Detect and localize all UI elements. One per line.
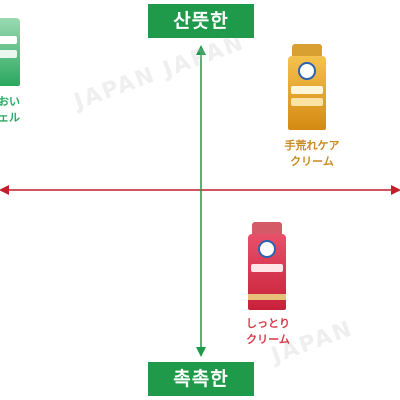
axis-label-bottom: 촉촉한	[148, 362, 254, 396]
product-tube-image	[288, 44, 326, 130]
product-hand-care-caption: 手荒れケア クリーム	[272, 138, 352, 170]
caption-line: クリーム	[290, 155, 334, 168]
product-moist-cream	[248, 222, 290, 310]
caption-line: ェル	[0, 111, 20, 124]
product-left-caption: おい ェル	[0, 94, 24, 126]
caption-line: おい	[0, 95, 20, 108]
product-left	[0, 6, 46, 86]
caption-line: しっとり	[246, 317, 290, 330]
product-hand-care-cream	[288, 44, 330, 130]
product-tube-image	[0, 6, 20, 86]
caption-line: クリーム	[246, 333, 290, 346]
axis-label-top: 산뜻한	[148, 4, 254, 38]
product-moist-cream-caption: しっとり クリーム	[228, 316, 308, 348]
caption-line: 手荒れケア	[284, 139, 340, 152]
product-tube-image	[248, 222, 286, 310]
